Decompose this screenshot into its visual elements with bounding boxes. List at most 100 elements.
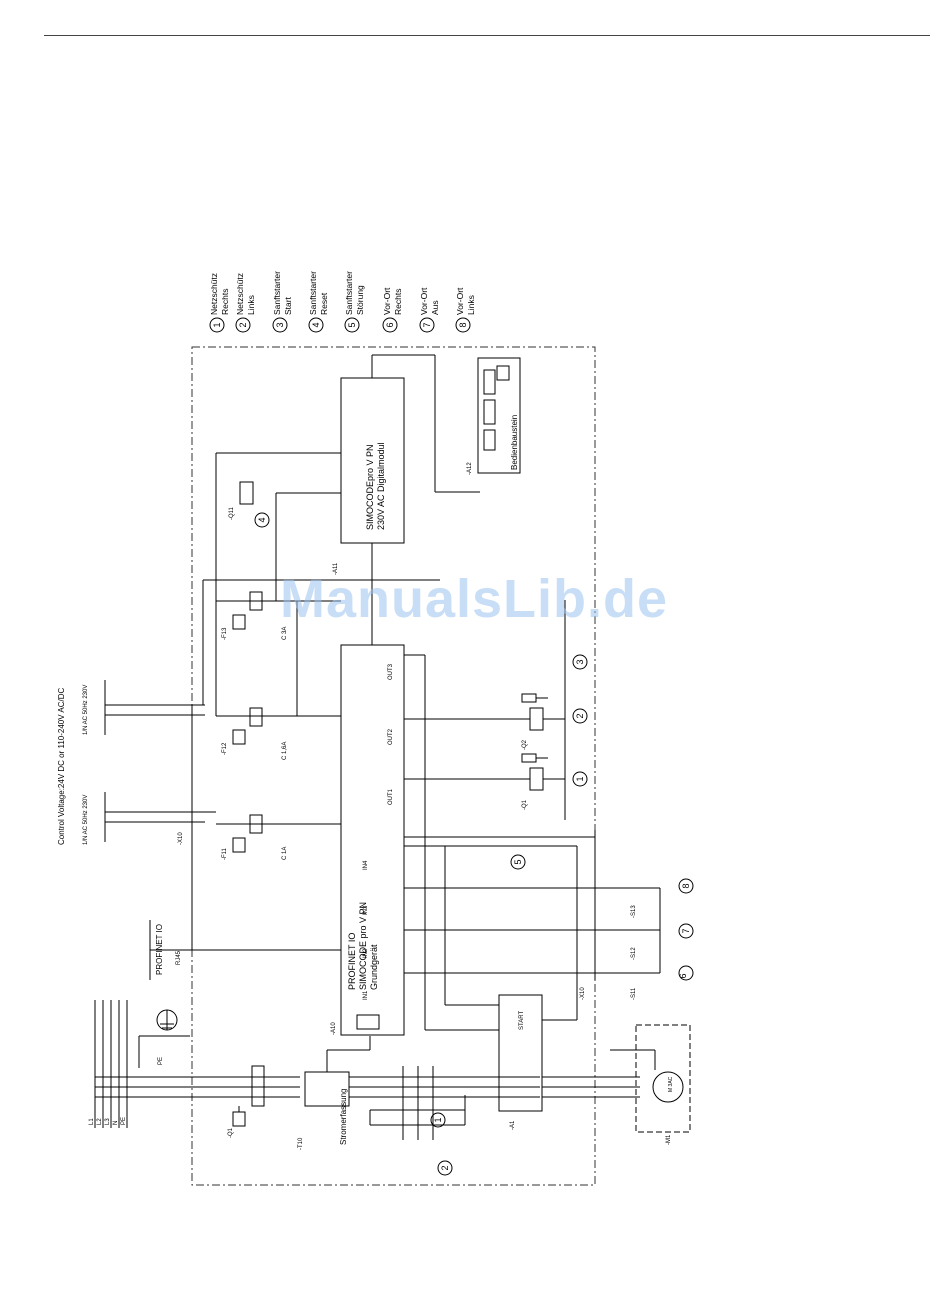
label-f13: -F13 [222,627,228,640]
label-supply-1: 1/N AC 50Hz 230V [83,795,89,845]
legend-item-4: 4 Sanftstarter Reset [308,271,329,333]
svg-text:1: 1 [433,1117,443,1122]
legend-item-8: 8 Vor-Ort Links [455,287,476,333]
svg-text:5: 5 [513,859,523,864]
svg-text:Störung: Störung [355,285,365,315]
coil-q1 [529,767,544,791]
legend-item-6: 6 Vor-Ort Rechts [382,287,403,333]
label-start: START [519,1011,525,1030]
label-c3a: C 3A [282,627,288,640]
label-q1-coil: -Q1 [522,799,528,810]
label-q11: -Q11 [229,506,235,520]
label-x10: -X10 [178,832,184,845]
callout-2-q2: 2 [437,1160,453,1176]
svg-text:Rechts: Rechts [220,289,230,315]
svg-text:Aus: Aus [430,300,440,315]
label-stromerfassung: Stromerfassung [339,1089,348,1145]
label-q1: -Q1 [228,1127,234,1138]
svg-text:Links: Links [246,295,256,315]
top-rule [44,35,930,36]
svg-text:Vor-Ort: Vor-Ort [419,287,429,315]
label-a10: -A10 [331,1022,337,1035]
label-bus-l3: L3 [105,1118,111,1125]
svg-text:Vor-Ort: Vor-Ort [455,287,465,315]
soft-starter-a1 [498,994,543,1112]
label-bus-l2: L2 [97,1118,103,1125]
callout-2-coil: 2 [572,708,588,724]
legend-item-7: 7 Vor-Ort Aus [419,287,440,333]
label-basic-unit-3: Grundgerät [369,944,379,990]
label-in2: IN2 [363,948,369,958]
svg-text:Netzschütz: Netzschütz [209,273,219,315]
legend-item-2: 2 Netzschütz Links [235,273,256,333]
svg-text:3: 3 [275,322,285,327]
svg-text:7: 7 [422,322,432,327]
legend-item-1: 1 Netzschütz Rechts [209,273,230,333]
label-t10: -T10 [298,1137,304,1150]
label-f12: -F12 [222,742,228,755]
label-basic-unit-2: SIMOCODE pro V PN [358,902,368,990]
svg-text:4: 4 [311,322,321,327]
callout-8-s13: 8 [678,878,694,894]
label-s12: -S12 [631,947,637,960]
label-out1: OUT1 [388,788,394,805]
label-bedien: Bedienbaustein [510,415,519,470]
label-soft-starter: -A1 [510,1120,516,1130]
label-control-voltage: Control Voltage:24V DC or 110-240V AC/DC [57,688,66,845]
callout-5: 5 [510,854,526,870]
svg-text:1: 1 [575,776,585,781]
callout-6-s11: 6 [678,965,694,981]
callout-1-coil: 1 [572,771,588,787]
svg-text:6: 6 [385,322,395,327]
label-a12: -A12 [467,462,473,475]
label-pe: PE [158,1057,164,1065]
callout-3-start: 3 [572,654,588,670]
label-rj45: RJ45 [176,950,182,965]
label-x10b: -X10 [580,987,586,1000]
label-in4: IN4 [363,860,369,870]
label-c16a: C 1,6A [282,742,288,760]
svg-text:Links: Links [466,295,476,315]
svg-text:Rechts: Rechts [393,289,403,315]
label-out3: OUT3 [388,663,394,680]
svg-text:Sanftstarter: Sanftstarter [344,271,354,315]
legend-item-3: 3 Sanftstarter Start [272,271,293,333]
svg-text:Sanftstarter: Sanftstarter [272,271,282,315]
svg-text:7: 7 [681,928,691,933]
svg-text:Netzschütz: Netzschütz [235,273,245,315]
svg-text:6: 6 [678,973,688,978]
label-m1: -M1 [666,1134,672,1145]
label-bus-n: N [113,1121,119,1125]
legend: 1 Netzschütz Rechts 2 Netzschütz Links 3… [209,271,476,333]
motor-m1 [652,1071,684,1103]
svg-text:2: 2 [575,713,585,718]
label-bus-l1: L1 [89,1118,95,1125]
svg-text:8: 8 [458,322,468,327]
label-out2: OUT2 [388,728,394,745]
label-profinet: PROFINET IO [155,924,164,975]
watermark: ManualsLib.de [280,569,669,629]
svg-text:Sanftstarter: Sanftstarter [308,271,318,315]
operator-panel [477,357,521,474]
label-motor: M 3AC [668,1076,674,1092]
svg-text:8: 8 [681,883,691,888]
label-dm-2: 230V AC Digitalmodul [376,442,386,530]
callout-7-s12: 7 [678,923,694,939]
legend-item-5: 5 Sanftstarter Störung [344,271,365,333]
label-s13: -S13 [631,905,637,918]
fuse-f12 [249,707,263,727]
label-q2-coil: -Q2 [522,739,528,750]
cabinet-frame [191,346,596,1186]
motor-enclosure [635,1024,691,1133]
label-f11: -F11 [222,847,228,860]
label-bus-pe: PE [121,1117,127,1125]
diagram-callouts: 1 2 4 5 1 2 3 8 7 6 [254,512,694,1176]
svg-text:1: 1 [212,322,222,327]
relay-q11 [239,481,254,505]
svg-text:Vor-Ort: Vor-Ort [382,287,392,315]
svg-text:2: 2 [440,1165,450,1170]
label-in1: IN1 [363,990,369,1000]
label-supply-2: 1/N AC 50Hz 230V [83,685,89,735]
svg-text:3: 3 [575,659,585,664]
